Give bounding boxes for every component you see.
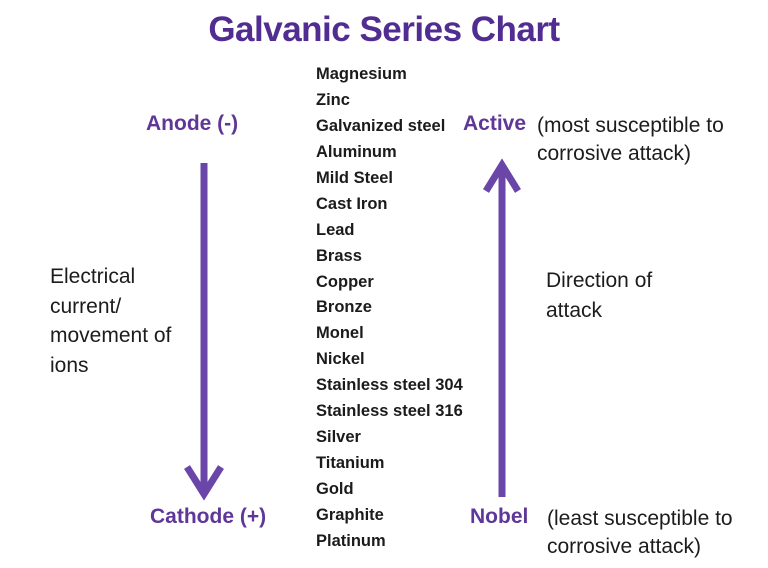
nobel-label: Nobel xyxy=(470,505,529,528)
active-note: (most susceptible to corrosive attack) xyxy=(537,112,724,167)
metal-item: Copper xyxy=(316,272,374,291)
metal-item: Gold xyxy=(316,480,354,498)
metal-item: Stainless steel 304 xyxy=(316,376,463,395)
anode-label: Anode (-) xyxy=(146,112,239,135)
metal-item: Monel xyxy=(316,324,364,343)
active-note-line1: (most susceptible to xyxy=(537,114,724,137)
nobel-note: (least susceptible to corrosive attack) xyxy=(547,505,733,560)
metal-item: Platinum xyxy=(316,531,386,550)
page-title: Galvanic Series Chart xyxy=(208,10,560,49)
metal-item: Magnesium xyxy=(316,65,407,83)
arrow-up-icon xyxy=(483,158,521,497)
electrical-note-line: Electrical xyxy=(50,265,136,288)
nobel-note-line2: corrosive attack) xyxy=(547,534,702,558)
metal-item: Stainless steel 316 xyxy=(316,402,463,421)
metal-item: Lead xyxy=(316,220,355,239)
active-label: Active xyxy=(463,112,527,135)
metal-item: Graphite xyxy=(316,505,384,524)
metal-item: Galvanized steel xyxy=(316,116,446,135)
electrical-current-note: Electrical current/ movement of ions xyxy=(50,262,171,380)
arrow-down-icon xyxy=(184,163,224,501)
metal-item: Silver xyxy=(316,428,361,447)
electrical-note-line: ions xyxy=(50,353,89,377)
metal-item: Aluminum xyxy=(316,142,397,161)
active-note-line2: corrosive attack) xyxy=(537,141,692,165)
metal-item: Bronze xyxy=(316,298,372,317)
metal-item: Nickel xyxy=(316,350,365,369)
metal-item: Zinc xyxy=(316,90,350,109)
electrical-note-line: movement of xyxy=(50,324,172,347)
metal-item: Titanium xyxy=(316,454,385,473)
metal-item: Cast Iron xyxy=(316,194,388,213)
nobel-note-line1: (least susceptible to xyxy=(547,507,733,530)
direction-note-line: attack xyxy=(546,298,603,322)
metal-item: Mild Steel xyxy=(316,168,394,187)
direction-note-line: Direction of xyxy=(546,269,653,292)
direction-of-attack-note: Direction of attack xyxy=(546,266,652,325)
metal-item: Brass xyxy=(316,246,362,265)
cathode-label: Cathode (+) xyxy=(150,505,267,528)
galvanic-series-list: Magnesium Zinc Galvanized steel Aluminum… xyxy=(316,62,463,555)
electrical-note-line: current/ xyxy=(50,294,122,318)
